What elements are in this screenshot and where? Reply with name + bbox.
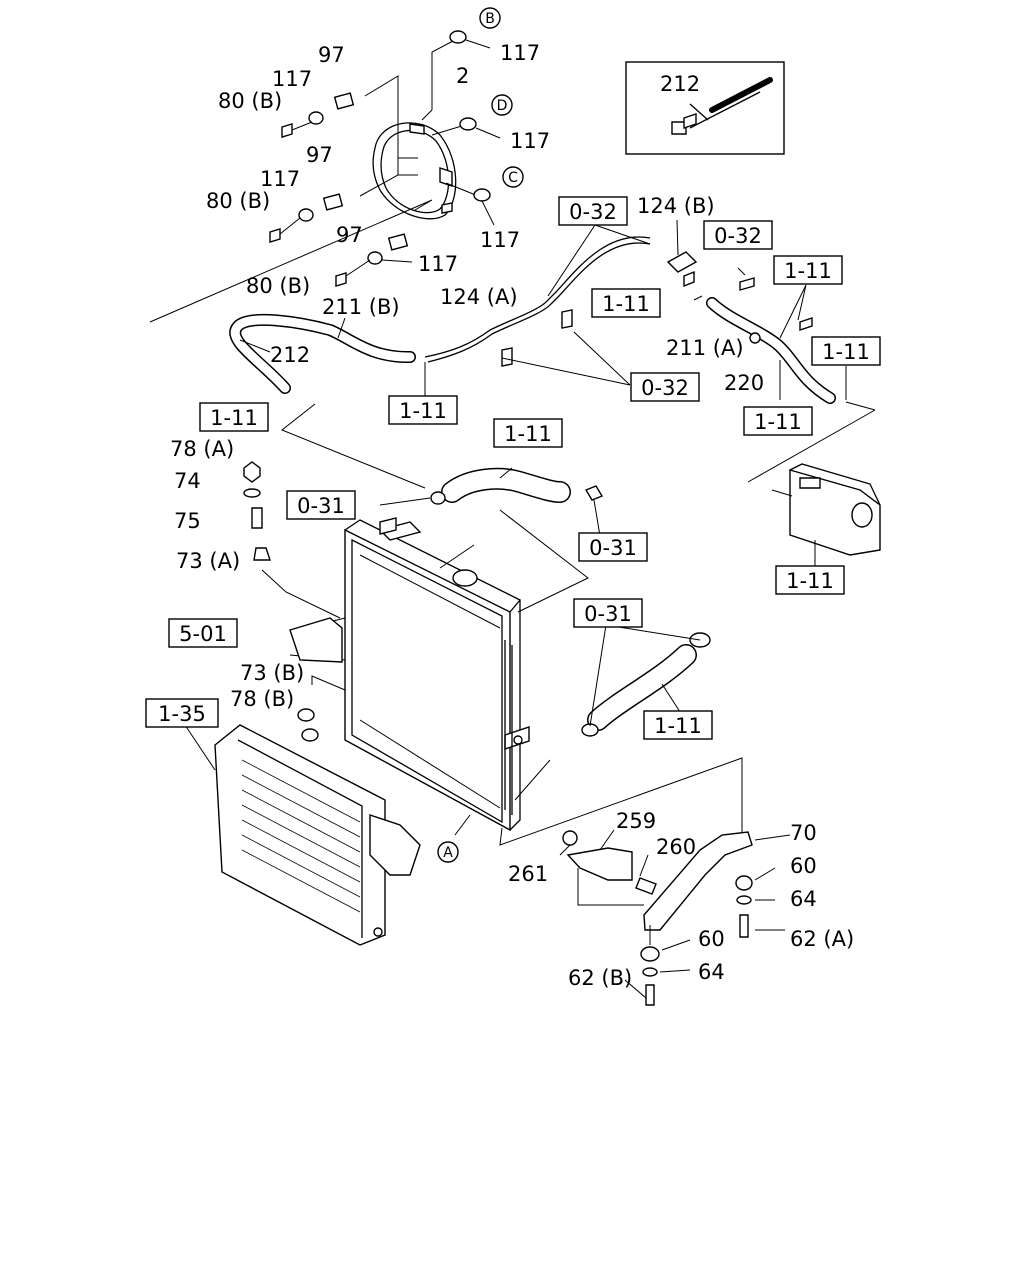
part-80b-a: 80 (B) bbox=[218, 89, 282, 113]
ref-0-32-c: 0-32 bbox=[641, 376, 689, 400]
ref-0-31-c: 0-31 bbox=[584, 602, 632, 626]
part-117-b: 117 bbox=[272, 67, 312, 91]
lower-radiator-hose bbox=[581, 632, 711, 737]
part-73a: 73 (A) bbox=[176, 549, 240, 573]
part-97-b: 97 bbox=[306, 143, 333, 167]
shroud-hardware bbox=[269, 30, 501, 287]
part-64-a: 64 bbox=[790, 887, 817, 911]
inset-detail-212 bbox=[625, 61, 785, 155]
part-80b-b: 80 (B) bbox=[206, 189, 270, 213]
ref-box-0-31-a[interactable]: 0-31 bbox=[286, 490, 356, 520]
part-117-d: 117 bbox=[260, 167, 300, 191]
ref-0-31-b: 0-31 bbox=[589, 536, 637, 560]
ref-box-1-11-c[interactable]: 1-11 bbox=[811, 336, 881, 366]
reservoir-tank bbox=[771, 463, 881, 568]
ref-box-1-11-b[interactable]: 1-11 bbox=[591, 288, 661, 318]
ref-1-11-g: 1-11 bbox=[504, 422, 552, 446]
ref-box-1-11-a[interactable]: 1-11 bbox=[773, 255, 843, 285]
callout-circle-b: B bbox=[479, 7, 501, 29]
ref-1-11-c: 1-11 bbox=[822, 340, 870, 364]
part-212-b: 212 bbox=[270, 343, 310, 367]
ref-box-0-32-b[interactable]: 0-32 bbox=[703, 220, 773, 250]
callout-c-label: C bbox=[508, 170, 518, 186]
fan-drive-part bbox=[289, 617, 343, 663]
part-labels: 117 97 117 80 (B) 2 117 97 117 80 (B) 11… bbox=[170, 41, 854, 990]
part-75: 75 bbox=[174, 509, 201, 533]
part-211b: 211 (B) bbox=[322, 295, 400, 319]
ref-box-0-32-c[interactable]: 0-32 bbox=[630, 372, 700, 402]
ref-0-32-b: 0-32 bbox=[714, 224, 762, 248]
ref-box-1-35[interactable]: 1-35 bbox=[145, 698, 219, 728]
ref-1-11-h: 1-11 bbox=[786, 569, 834, 593]
ref-0-32-a: 0-32 bbox=[569, 200, 617, 224]
ref-box-0-31-b[interactable]: 0-31 bbox=[578, 532, 648, 562]
ref-1-11-i: 1-11 bbox=[654, 714, 702, 738]
drain-fittings bbox=[243, 461, 319, 742]
fan-shroud bbox=[372, 122, 457, 220]
part-73b: 73 (B) bbox=[240, 661, 304, 685]
ref-box-5-01[interactable]: 5-01 bbox=[168, 618, 238, 648]
part-74: 74 bbox=[174, 469, 201, 493]
part-117-a: 117 bbox=[500, 41, 540, 65]
part-62a: 62 (A) bbox=[790, 927, 854, 951]
upper-radiator-hose bbox=[430, 467, 604, 505]
ref-1-11-a: 1-11 bbox=[784, 259, 832, 283]
ref-5-01: 5-01 bbox=[179, 622, 227, 646]
part-62b: 62 (B) bbox=[568, 966, 632, 990]
ref-box-1-11-h[interactable]: 1-11 bbox=[775, 565, 845, 595]
part-211a: 211 (A) bbox=[666, 336, 744, 360]
part-2: 2 bbox=[456, 64, 469, 88]
part-64-b: 64 bbox=[698, 960, 725, 984]
ref-box-1-11-i[interactable]: 1-11 bbox=[643, 710, 713, 740]
ref-box-0-31-c[interactable]: 0-31 bbox=[573, 598, 643, 628]
part-212-a: 212 bbox=[660, 72, 700, 96]
ref-1-11-d: 1-11 bbox=[399, 399, 447, 423]
part-259: 259 bbox=[616, 809, 656, 833]
ref-1-11-f: 1-11 bbox=[754, 410, 802, 434]
ref-1-11-b: 1-11 bbox=[602, 292, 650, 316]
part-70: 70 bbox=[790, 821, 817, 845]
ref-1-11-e: 1-11 bbox=[210, 406, 258, 430]
part-60-b: 60 bbox=[698, 927, 725, 951]
part-117-c: 117 bbox=[510, 129, 550, 153]
callout-circle-a: A bbox=[437, 841, 459, 863]
part-124a: 124 (A) bbox=[440, 285, 518, 309]
part-78a: 78 (A) bbox=[170, 437, 234, 461]
callout-a-label: A bbox=[443, 845, 453, 861]
part-97-a: 97 bbox=[318, 43, 345, 67]
intercooler bbox=[214, 724, 421, 946]
ref-box-1-11-f[interactable]: 1-11 bbox=[743, 406, 813, 436]
part-124b: 124 (B) bbox=[637, 194, 715, 218]
callout-b-label: B bbox=[485, 11, 495, 27]
callout-d-label: D bbox=[497, 98, 508, 114]
part-117-e: 117 bbox=[480, 228, 520, 252]
hose-211b bbox=[229, 313, 416, 394]
ref-0-31-a: 0-31 bbox=[297, 494, 345, 518]
ref-box-0-32-a[interactable]: 0-32 bbox=[558, 196, 628, 226]
clip-124b bbox=[501, 251, 813, 367]
ref-box-1-11-e[interactable]: 1-11 bbox=[199, 402, 269, 432]
part-220: 220 bbox=[724, 371, 764, 395]
ref-1-35: 1-35 bbox=[158, 702, 206, 726]
ref-box-1-11-d[interactable]: 1-11 bbox=[388, 395, 458, 425]
hose-211a bbox=[706, 297, 836, 404]
radiator bbox=[344, 517, 530, 832]
part-261: 261 bbox=[508, 862, 548, 886]
part-117-f: 117 bbox=[418, 252, 458, 276]
callout-circle-d: D bbox=[491, 94, 513, 116]
mounting-bracket bbox=[562, 830, 753, 1006]
part-80b-c: 80 (B) bbox=[246, 274, 310, 298]
part-97-c: 97 bbox=[336, 223, 363, 247]
callout-circle-c: C bbox=[502, 166, 524, 188]
part-60-a: 60 bbox=[790, 854, 817, 878]
hose-124a bbox=[424, 236, 651, 363]
part-260: 260 bbox=[656, 835, 696, 859]
part-78b: 78 (B) bbox=[230, 687, 294, 711]
ref-box-1-11-g[interactable]: 1-11 bbox=[493, 418, 563, 448]
